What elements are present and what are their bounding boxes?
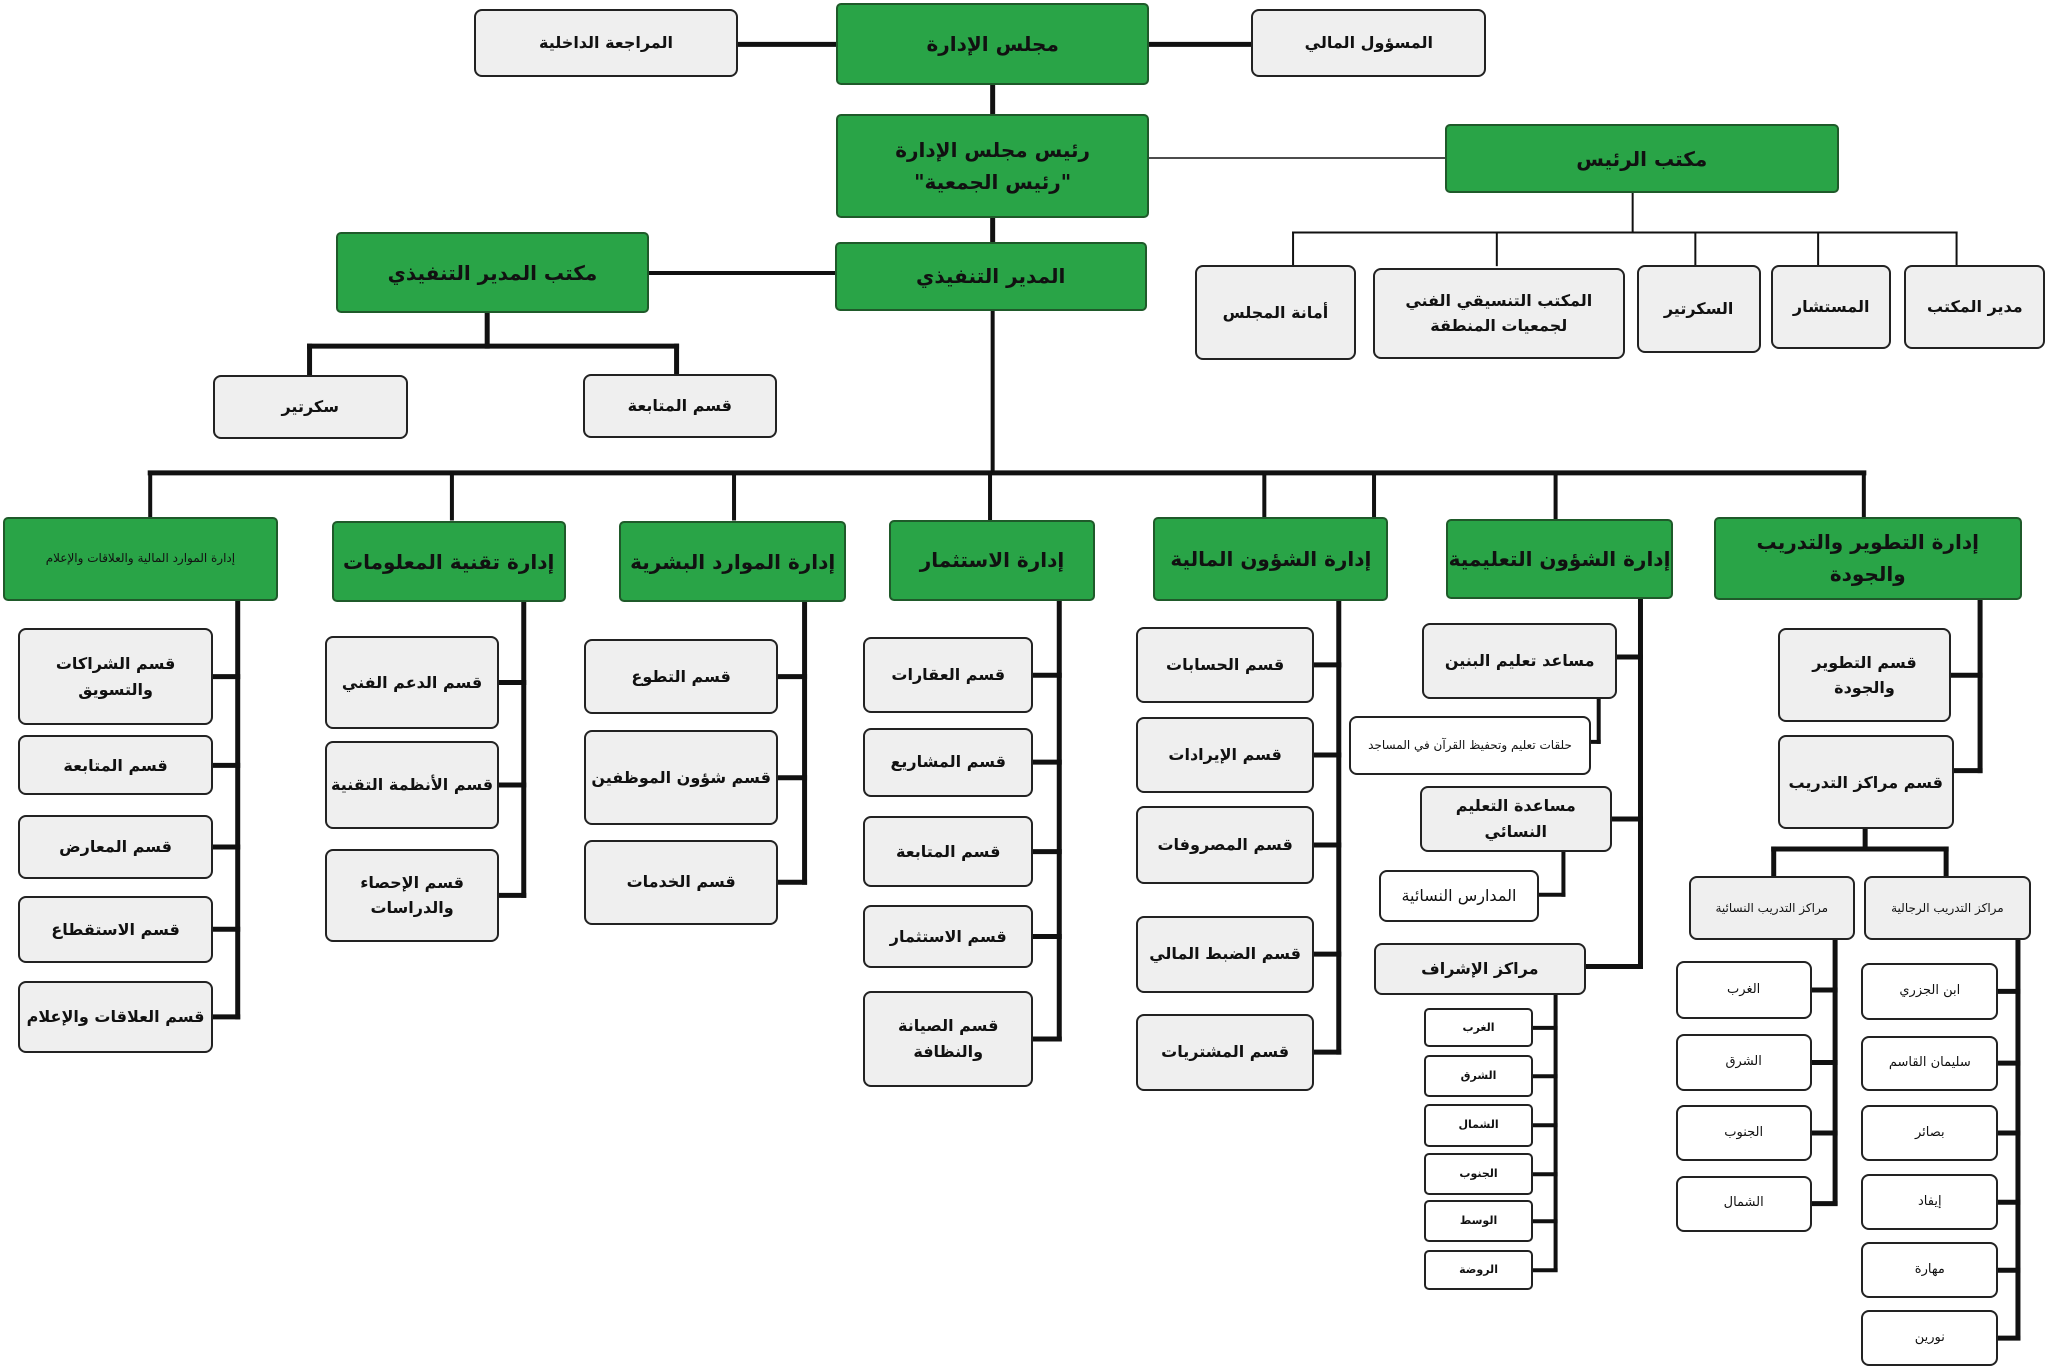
department-unit: قسم العقارات	[863, 637, 1034, 714]
executive-followup: قسم المتابعة	[582, 373, 778, 438]
department-unit: قسم المعارض	[18, 815, 213, 880]
department-unit: قسم الاستقطاع	[18, 896, 213, 963]
department-unit: قسم التطوير والجودة	[1777, 628, 1952, 723]
women-center: الجنوب	[1675, 1104, 1812, 1162]
supervision-center: الشرق	[1423, 1055, 1534, 1098]
department-header: إدارة الشؤون المالية	[1153, 517, 1389, 601]
department-header: إدارة الشؤون التعليمية	[1445, 518, 1674, 600]
department-unit: قسم الدعم الفني	[325, 636, 499, 729]
department-unit: قسم شؤون الموظفين	[583, 730, 779, 826]
executive-director: المدير التنفيذي	[834, 241, 1147, 311]
men-center: سليمان القاسم	[1861, 1035, 1999, 1091]
department-unit: قسم الضبط المالي	[1136, 915, 1314, 993]
supervision-center: الروضة	[1423, 1249, 1534, 1291]
internal-audit: المراجعة الداخلية	[474, 9, 738, 78]
men-center: نورين	[1861, 1310, 1999, 1367]
department-unit: مساعدة التعليم النسائي	[1419, 786, 1612, 852]
department-unit: قسم المصروفات	[1136, 805, 1314, 885]
executive-secretary: سكرتير	[212, 374, 408, 439]
department-unit: مراكز الإشراف	[1374, 943, 1586, 996]
department-unit: قسم المشتريات	[1136, 1013, 1314, 1091]
department-unit: قسم الحسابات	[1136, 626, 1314, 703]
department-unit: قسم مراكز التدريب	[1777, 735, 1954, 830]
financial-officer: المسؤول المالي	[1251, 9, 1487, 78]
women-center: الشمال	[1675, 1175, 1812, 1232]
executive-office: مكتب المدير التنفيذي	[335, 232, 650, 314]
department-unit: قسم العلاقات والإعلام	[18, 980, 213, 1053]
department-header: إدارة التطوير والتدريب والجودة	[1713, 517, 2022, 600]
department-unit: قسم الإحصاء والدراسات	[325, 848, 499, 942]
men-center: مهارة	[1861, 1242, 1999, 1299]
women-center: الغرب	[1675, 961, 1812, 1019]
men-center: بصائر	[1861, 1104, 1999, 1162]
office-unit: المستشار	[1771, 265, 1892, 349]
women-center: الشرق	[1675, 1034, 1812, 1091]
department-unit: قسم الصيانة والنظافة	[863, 991, 1034, 1087]
supervision-center: الجنوب	[1423, 1153, 1534, 1196]
department-header: إدارة الموارد المالية والعلاقات والإعلام	[2, 517, 279, 601]
president-office: مكتب الرئيس	[1444, 124, 1839, 194]
department-unit: قسم المتابعة	[18, 735, 213, 796]
office-unit: أمانة المجلس	[1195, 265, 1356, 361]
department-unit: مساعد تعليم البنين	[1422, 623, 1617, 699]
department-unit: قسم التطوع	[583, 638, 779, 715]
women-training-centers: مراكز التدريب النسائية	[1688, 876, 1855, 941]
department-unit: المدارس النسائية	[1379, 869, 1539, 923]
department-unit: قسم الخدمات	[583, 839, 779, 925]
department-unit: قسم المشاريع	[863, 727, 1034, 797]
men-training-centers: مراكز التدريب الرجالية	[1863, 876, 2031, 941]
department-unit: قسم الاستثمار	[863, 905, 1034, 968]
department-unit: قسم الإيرادات	[1136, 717, 1314, 793]
department-unit: حلقات تعليم وتحفيظ القرآن في المساجد	[1349, 715, 1591, 775]
supervision-center: الغرب	[1423, 1008, 1534, 1048]
supervision-center: الشمال	[1423, 1103, 1534, 1147]
office-unit: المكتب التنسيقي الفني لجمعيات المنطقة	[1372, 267, 1625, 360]
office-unit: السكرتير	[1636, 265, 1761, 353]
department-unit: قسم الشراكات والتسويق	[18, 628, 213, 725]
department-unit: قسم الأنظمة التقنية	[325, 740, 499, 830]
supervision-center: الوسط	[1423, 1200, 1534, 1243]
chairman: رئيس مجلس الإدارة "رئيس الجمعية"	[835, 113, 1150, 219]
department-header: إدارة الموارد البشرية	[619, 521, 847, 603]
board-of-directors: مجلس الإدارة	[835, 2, 1150, 85]
department-unit: قسم المتابعة	[863, 816, 1034, 887]
department-header: إدارة تقنية المعلومات	[331, 521, 566, 603]
department-header: إدارة الاستثمار	[889, 519, 1095, 601]
office-unit: مدير المكتب	[1904, 265, 2046, 349]
men-center: إيفاد	[1861, 1174, 1999, 1231]
men-center: ابن الجزري	[1861, 962, 1999, 1021]
